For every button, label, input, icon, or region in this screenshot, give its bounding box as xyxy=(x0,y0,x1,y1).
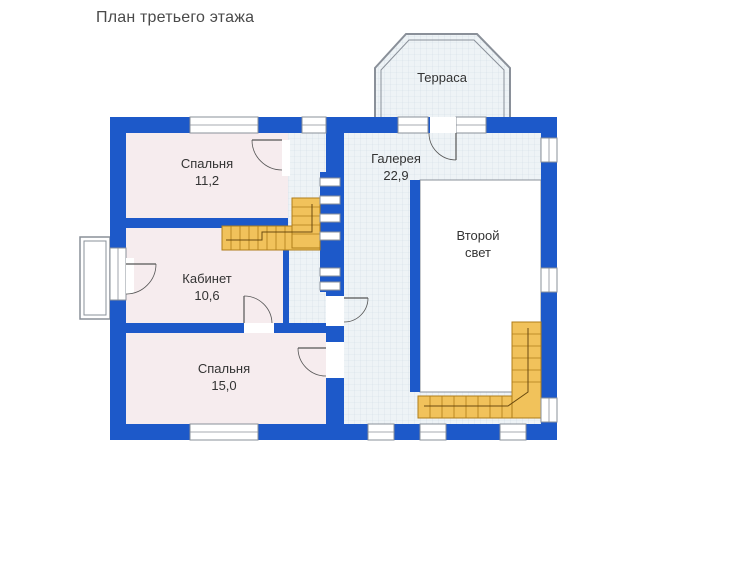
label-gallery-area: 22,9 xyxy=(383,168,408,183)
room-bedroom-small xyxy=(126,133,288,218)
label-study-name: Кабинет xyxy=(182,271,231,286)
label-terrace: Терраса xyxy=(417,70,468,85)
label-bedroom-small-name: Спальня xyxy=(181,156,233,171)
page-title: План третьего этажа xyxy=(96,9,255,26)
label-study-area: 10,6 xyxy=(194,288,219,303)
label-gallery-name: Галерея xyxy=(371,151,421,166)
stair-lower xyxy=(417,321,542,419)
label-bedroom-small-area: 11,2 xyxy=(195,173,219,188)
stair-upper xyxy=(221,197,321,251)
label-bedroom-large-area: 15,0 xyxy=(211,378,236,393)
doors xyxy=(125,117,457,378)
label-second-light-line2: свет xyxy=(465,245,491,260)
label-second-light-line1: Второй xyxy=(457,228,500,243)
left-balcony xyxy=(79,236,111,320)
label-bedroom-large-name: Спальня xyxy=(198,361,250,376)
room-bedroom-large xyxy=(126,333,327,425)
